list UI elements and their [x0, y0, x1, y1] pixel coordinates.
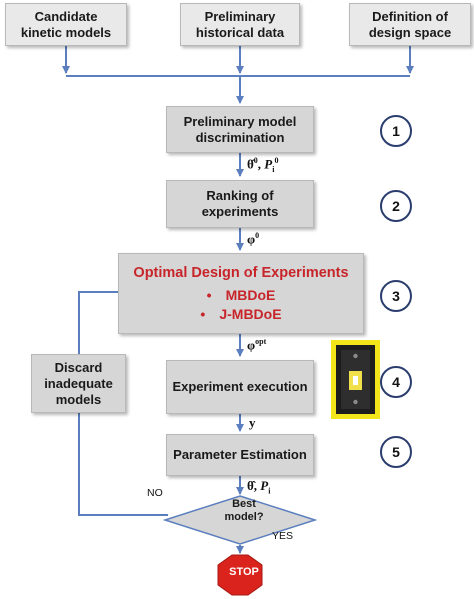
stop-label: STOP	[214, 566, 274, 578]
ranking-box: Ranking of experiments	[166, 180, 314, 228]
step-number-3: 3	[380, 280, 412, 312]
decision-yes-label: YES	[272, 530, 293, 542]
candidate-models-box: Candidate kinetic models	[5, 3, 127, 46]
step-number-4: 4	[380, 366, 412, 398]
label-theta-p: θ̂, Pi	[247, 478, 270, 496]
label-phi0: φ0	[247, 231, 259, 247]
design-space-box: Definition of design space	[349, 3, 471, 46]
label-phi-opt: φopt	[247, 337, 266, 353]
optimal-item-jmbdoe: •J-MBDoE	[200, 305, 281, 324]
step-number-2: 2	[380, 190, 412, 222]
decision-no-label: NO	[147, 487, 163, 499]
discard-box: Discard inadequate models	[31, 354, 126, 413]
optimal-item-mbdoe: •MBDoE	[207, 286, 276, 305]
decision-question: Best model?	[199, 498, 289, 524]
experiment-device-image	[331, 340, 380, 419]
historical-data-box: Preliminary historical data	[180, 3, 300, 46]
step-number-1: 1	[380, 115, 412, 147]
discrimination-box: Preliminary model discrimination	[166, 106, 314, 153]
step-number-5: 5	[380, 436, 412, 468]
execution-box: Experiment execution	[166, 360, 314, 414]
estimation-box: Parameter Estimation	[166, 434, 314, 476]
label-y: y	[249, 415, 256, 431]
optimal-design-box: Optimal Design of Experiments •MBDoE •J-…	[118, 253, 364, 334]
label-theta0-p0: θ̂0, Pi0	[247, 156, 278, 174]
optimal-design-title: Optimal Design of Experiments	[133, 264, 348, 282]
